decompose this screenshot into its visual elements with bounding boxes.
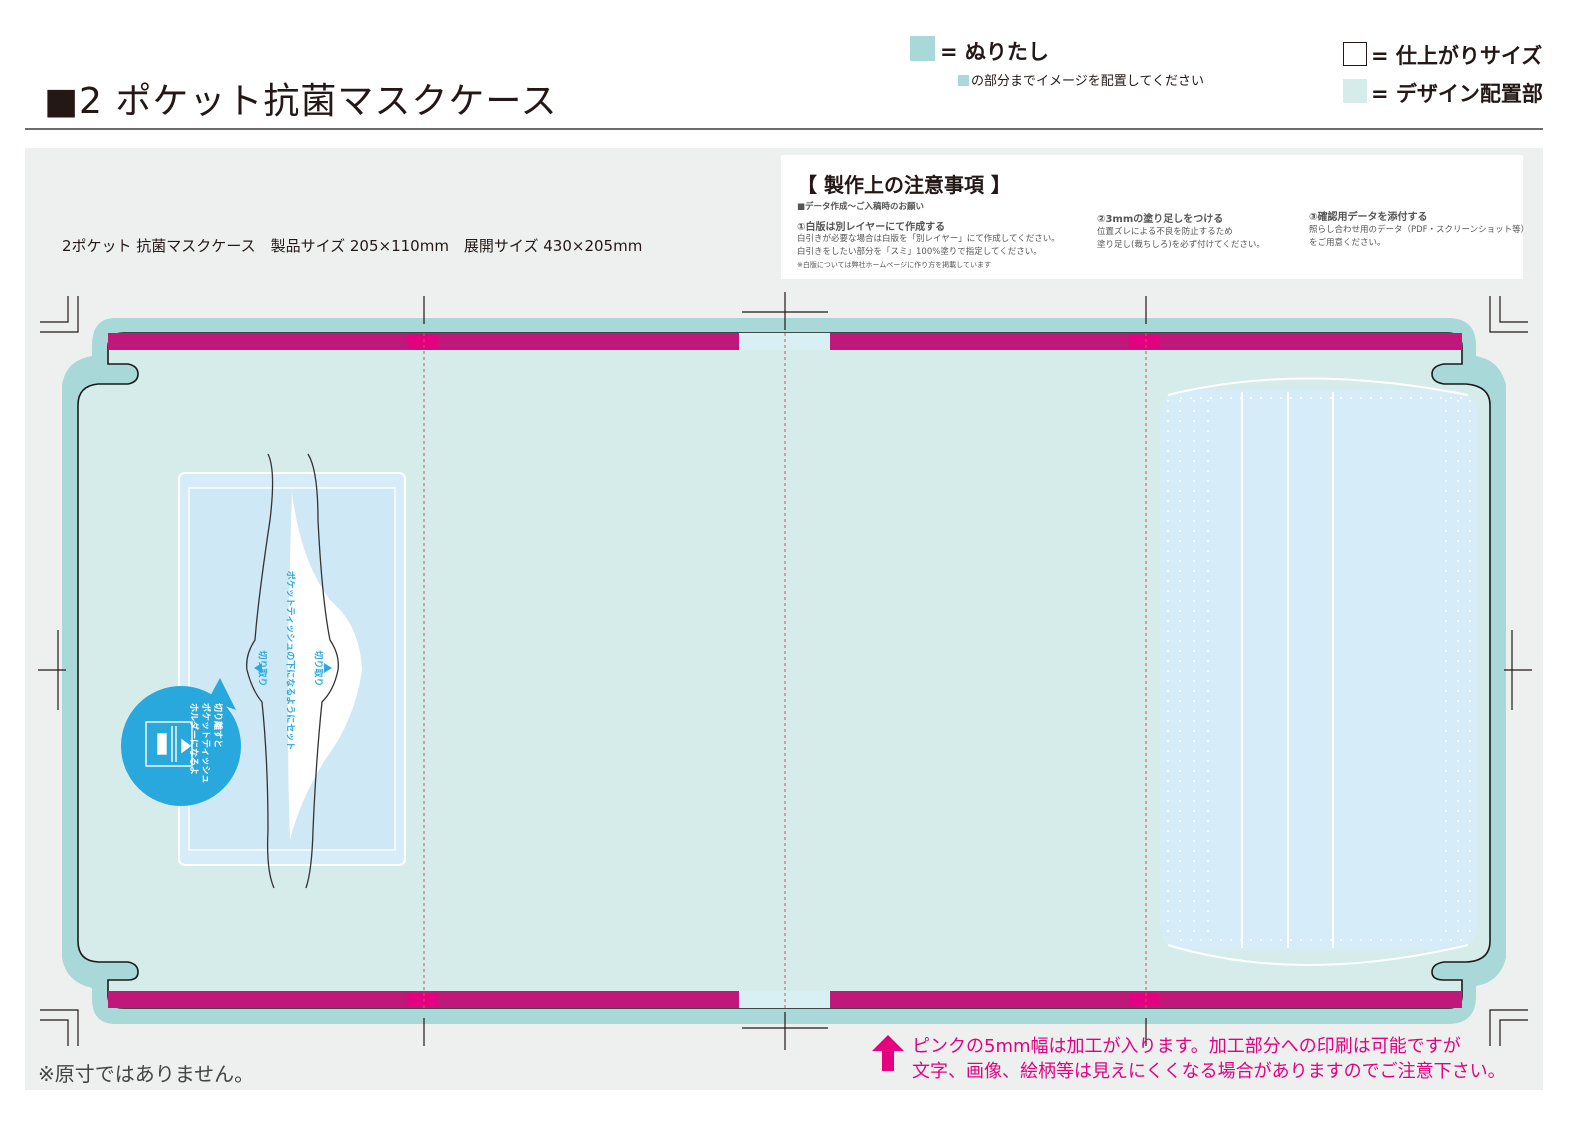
pink-note-line-2: 文字、画像、絵柄等は見えにくくなる場合がありますのでご注意下さい。	[912, 1061, 1506, 1082]
pink-mark-tl	[407, 335, 437, 348]
mask-body	[1160, 390, 1477, 950]
trim-label: = 仕上がりサイズ	[1371, 44, 1543, 68]
caution-item3-line2: をご用意ください。	[1309, 238, 1386, 248]
crop-marks	[38, 292, 1532, 1050]
caution-title: 【 製作上の注意事項 】	[797, 173, 1011, 197]
not-actual-size-note: ※原寸ではありません。	[38, 1062, 255, 1086]
mask-stitches	[1167, 397, 1471, 941]
mask-top-ear	[1167, 377, 1469, 396]
cut-label-right: 切り取り	[312, 650, 323, 687]
caution-item3-line1: 照らし合わせ用のデータ（PDF・スクリーンショット等）	[1309, 225, 1530, 235]
pink-mark-tr	[1129, 335, 1159, 348]
pink-band-note: ピンクの5mm幅は加工が入ります。加工部分への印刷は可能ですが 文字、画像、絵柄…	[912, 1034, 1506, 1084]
caution-box: 【 製作上の注意事項 】 ■データ作成～ご入稿時のお願い ①白版は別レイヤーにて…	[781, 155, 1529, 279]
bubble-line-1: 切り離すと	[212, 703, 222, 749]
design-swatch	[1343, 79, 1367, 103]
trim-swatch	[1343, 42, 1367, 66]
caution-item2-line2: 塗り足し(裁ちしろ)を必ず付けてください。	[1097, 240, 1265, 250]
tissue-label: ポケットティッシュの下になるようにセット	[284, 570, 295, 751]
bubble-line-2: ポケットティッシュ	[200, 703, 210, 784]
bleed-note: の部分までイメージを配置してください	[958, 70, 1204, 89]
arrow-left-icon	[254, 663, 262, 673]
up-arrow-icon	[872, 1035, 904, 1071]
bubble-text: 切り離すと ポケットティッシュ ホルダーになるよ	[187, 703, 223, 813]
bleed-note-text: の部分までイメージを配置してください	[971, 74, 1204, 89]
caution-item1-line1: 白引きが必要な場合は白版を「別レイヤー」にて作成してください。	[797, 234, 1060, 244]
bubble-line-3: ホルダーになるよ	[188, 703, 198, 776]
pink-mark-br	[1129, 993, 1159, 1006]
bleed-swatch	[910, 36, 935, 61]
cut-line-left	[246, 453, 275, 889]
caution-item3-head: ③確認用データを添付する	[1309, 212, 1428, 223]
arrow-right-icon	[324, 663, 332, 673]
product-info: 2ポケット 抗菌マスクケース 製品サイズ 205×110mm 展開サイズ 430…	[62, 237, 643, 255]
caution-item1-head: ①白版は別レイヤーにて作成する	[797, 222, 946, 233]
caution-item1-line2: 白引きをしたい部分を「スミ」100%塗りで指定してください。	[797, 247, 1042, 257]
mask-pleats	[1241, 392, 1334, 948]
bubble-holder-icon	[145, 721, 193, 767]
page-title: ■2 ポケット抗菌マスクケース	[44, 81, 558, 122]
bleed-label: = ぬりたし	[940, 40, 1049, 64]
title-divider	[25, 128, 1543, 130]
caution-item2-head: ②3mmの塗り足しをつける	[1097, 214, 1224, 225]
caution-item1-note: ※白版については弊社ホームページに作り方を掲載しています	[797, 261, 991, 269]
cut-label-left: 切り取り	[256, 650, 267, 687]
bleed-note-swatch	[958, 75, 969, 86]
cut-line-right	[305, 453, 339, 889]
caution-subtitle: ■データ作成～ご入稿時のお願い	[797, 202, 925, 212]
caution-item2-line1: 位置ズレによる不良を防止するため	[1097, 227, 1233, 237]
pink-note-line-1: ピンクの5mm幅は加工が入ります。加工部分への印刷は可能ですが	[912, 1036, 1461, 1057]
pink-mark-bl	[407, 993, 437, 1006]
mask-bottom-ear	[1167, 944, 1469, 966]
design-label: = デザイン配置部	[1371, 82, 1543, 106]
